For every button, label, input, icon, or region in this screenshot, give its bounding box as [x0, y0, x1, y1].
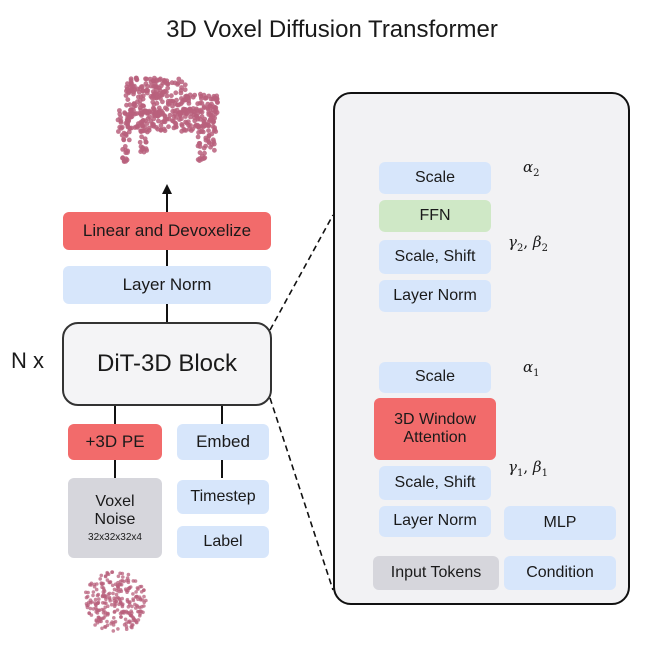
attention-line2: Attention — [403, 429, 467, 446]
gamma1-beta1-label: γ1, β1 — [508, 458, 548, 479]
scale-shift-bottom-block: Scale, Shift — [379, 466, 491, 500]
ffn-block: FFN — [379, 200, 491, 232]
scale-shift-top-block: Scale, Shift — [379, 240, 491, 274]
linear-devoxelize-block: Linear and Devoxelize — [63, 212, 271, 250]
voxel-noise-line1: Voxel — [95, 492, 135, 510]
alpha2-symbol: α — [523, 158, 534, 176]
alpha2-subscript: 2 — [533, 168, 540, 179]
attention-line1: 3D Window — [394, 410, 476, 428]
alpha1-label: α1 — [523, 358, 540, 379]
mlp-block: MLP — [504, 506, 616, 540]
layer-norm-block: Layer Norm — [63, 266, 271, 304]
beta2-subscript: 2 — [541, 243, 548, 254]
repeat-label: N x — [11, 348, 44, 373]
input-tokens-block: Input Tokens — [373, 556, 499, 590]
window-attention-block: 3D Window Attention — [374, 398, 496, 460]
embed-block: Embed — [177, 424, 269, 460]
gamma2-subscript: 2 — [516, 243, 524, 254]
voxel-noise-dims: 32x32x32x4 — [88, 531, 142, 543]
layer-norm-top-block: Layer Norm — [379, 280, 491, 312]
condition-block: Condition — [504, 556, 616, 590]
beta1-subscript: 1 — [541, 468, 548, 479]
dit-3d-block: DiT-3D Block — [62, 322, 272, 406]
voxel-noise-block: Voxel Noise 32x32x32x4 — [68, 478, 162, 558]
gamma1-subscript: 1 — [516, 468, 524, 479]
scale-bottom-block: Scale — [379, 362, 491, 393]
alpha1-subscript: 1 — [533, 368, 540, 379]
label-block: Label — [177, 526, 269, 558]
gamma2-symbol: γ — [508, 233, 517, 251]
scale-top-block: Scale — [379, 162, 491, 194]
alpha1-symbol: α — [523, 358, 534, 376]
timestep-block: Timestep — [177, 480, 269, 514]
gamma1-separator: , — [523, 458, 533, 476]
diagram-title: 3D Voxel Diffusion Transformer — [166, 16, 498, 43]
beta1-symbol: β — [532, 458, 542, 476]
layer-norm-bottom-block: Layer Norm — [379, 506, 491, 537]
positional-encoding-block: +3D PE — [68, 424, 162, 460]
alpha2-label: α2 — [523, 158, 540, 179]
beta2-symbol: β — [532, 233, 542, 251]
gamma1-symbol: γ — [508, 458, 517, 476]
gamma2-beta2-label: γ2, β2 — [508, 233, 548, 254]
gamma2-separator: , — [523, 233, 533, 251]
voxel-noise-line2: Noise — [94, 511, 136, 529]
